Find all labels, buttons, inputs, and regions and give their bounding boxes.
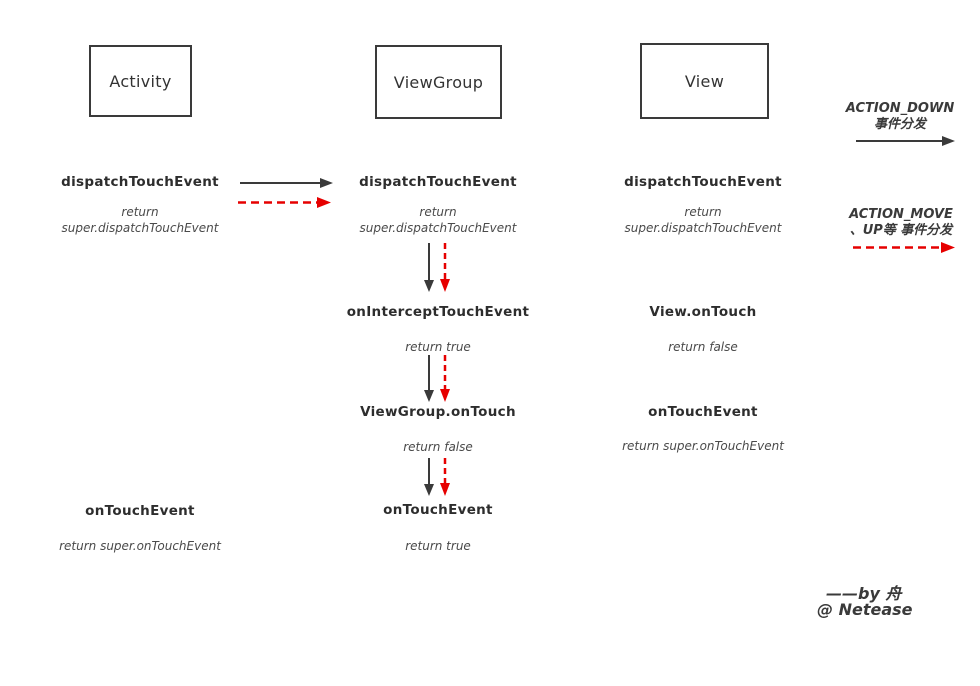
arrow-dashed-activity-to-viewgroup-icon: [238, 197, 331, 208]
arrow-solid-activity-to-viewgroup-icon: [240, 178, 333, 188]
activity-on-touch-event: onTouchEvent: [85, 503, 195, 519]
legend-dashed-arrow-icon: [853, 242, 955, 253]
viewgroup-on-touch-event-return: return true: [405, 539, 471, 553]
viewgroup-on-touch-event: onTouchEvent: [383, 502, 493, 518]
viewgroup-on-intercept-return: return true: [405, 340, 471, 354]
signature-author: ——by 舟: [826, 584, 902, 603]
activity-on-touch-event-return: return super.onTouchEvent: [59, 539, 221, 553]
arrow-dashed-intercept-to-ontouch-icon: [440, 355, 450, 402]
legend-solid-arrow-icon: [856, 136, 955, 146]
activity-box-label: Activity: [109, 71, 172, 91]
viewgroup-box-label: ViewGroup: [393, 72, 484, 92]
view-on-touch-return: return false: [668, 340, 738, 354]
view-box-label: View: [684, 71, 725, 91]
activity-dispatch-return: return super.dispatchTouchEvent: [61, 205, 219, 235]
signature-company: @ Netease: [817, 600, 913, 619]
viewgroup-on-touch-return: return false: [403, 440, 473, 454]
arrow-dashed-dispatch-to-intercept-icon: [440, 243, 450, 292]
arrow-solid-intercept-to-ontouch-icon: [424, 355, 434, 402]
arrow-dashed-ontouch-to-ontouchevent-icon: [440, 458, 450, 496]
arrow-solid-ontouch-to-ontouchevent-icon: [424, 458, 434, 496]
viewgroup-box: ViewGroup: [375, 45, 502, 119]
view-dispatch-touch-event: dispatchTouchEvent: [624, 174, 782, 190]
activity-dispatch-touch-event: dispatchTouchEvent: [61, 174, 219, 190]
view-on-touch: View.onTouch: [649, 304, 757, 320]
viewgroup-on-touch: ViewGroup.onTouch: [360, 404, 516, 420]
viewgroup-dispatch-touch-event: dispatchTouchEvent: [359, 174, 517, 190]
view-dispatch-return: return super.dispatchTouchEvent: [624, 205, 782, 235]
viewgroup-dispatch-return: return super.dispatchTouchEvent: [359, 205, 517, 235]
view-box: View: [640, 43, 769, 119]
view-on-touch-event: onTouchEvent: [648, 404, 758, 420]
viewgroup-on-intercept-touch-event: onInterceptTouchEvent: [346, 304, 530, 320]
view-on-touch-event-return: return super.onTouchEvent: [622, 439, 784, 453]
arrow-solid-dispatch-to-intercept-icon: [424, 243, 434, 292]
legend-action-move-label: ACTION_MOVE 、UP等 事件分发: [849, 207, 953, 238]
legend-action-down-label: ACTION_DOWN 事件分发: [845, 101, 955, 132]
activity-box: Activity: [89, 45, 192, 117]
